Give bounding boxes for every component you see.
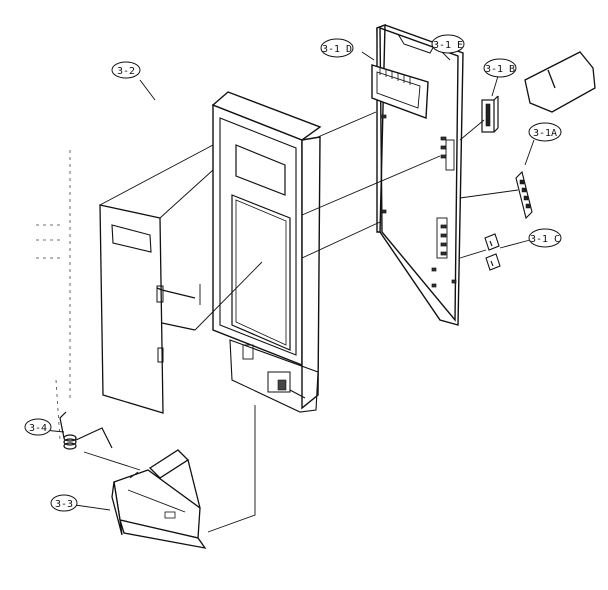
connector-part (481, 95, 499, 133)
panel-frame (211, 91, 322, 413)
callout-3-4-text: 3-4 (29, 423, 47, 434)
callout-3-3-text: 3-3 (55, 499, 73, 510)
callout-3-1d: 3-1 D (320, 38, 354, 58)
small-fastener-parts (484, 233, 501, 271)
callout-3-1b-text: 3-1 B (485, 64, 515, 75)
callout-3-1a-text: 3-1A (533, 128, 557, 139)
ribbon-cable (524, 51, 596, 113)
door-button-part (111, 449, 207, 549)
callout-3-2: 3-2 (111, 61, 141, 79)
assembly-leader-lines (43, 49, 535, 533)
callout-3-1c-text: 3-1 C (530, 234, 560, 245)
circuit-board (371, 23, 464, 326)
callout-3-1b: 3-1 B (483, 58, 517, 78)
reference-dashed-lines (36, 150, 71, 441)
spring-part (59, 411, 113, 450)
callout-3-1a: 3-1A (528, 122, 562, 142)
callout-labels: 3-2 3-1 D 3-1 E 3-1 B 3-1A 3-1 C 3-4 3- (24, 34, 562, 512)
control-panel-cover (99, 204, 196, 414)
callout-3-1e: 3-1 E (431, 34, 465, 54)
callout-3-4: 3-4 (24, 418, 52, 436)
pin-header-part (515, 170, 533, 220)
callout-3-1d-text: 3-1 D (322, 44, 352, 55)
callout-3-2-text: 3-2 (117, 66, 135, 77)
callout-3-3: 3-3 (50, 494, 78, 512)
callout-3-1e-text: 3-1 E (433, 40, 463, 51)
callout-3-1c: 3-1 C (528, 228, 562, 248)
